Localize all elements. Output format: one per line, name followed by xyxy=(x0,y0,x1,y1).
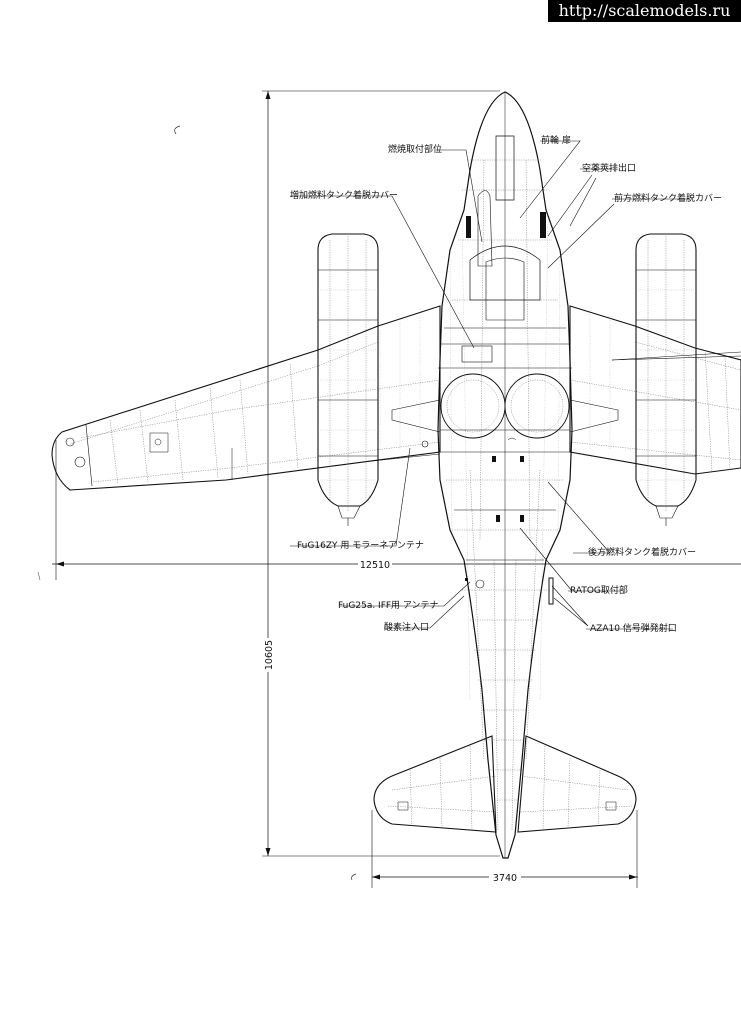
right-engine-nacelle xyxy=(635,233,697,526)
callout-label: 空薬莢排出口 xyxy=(582,162,636,174)
callout-label: 燃焼取付部位 xyxy=(388,143,442,155)
left-wing xyxy=(51,305,441,491)
callout-label: 酸素注入口 xyxy=(384,621,429,633)
dimension-lines xyxy=(52,90,741,888)
left-engine-nacelle xyxy=(317,233,379,526)
tailspan-dimension: 3740 xyxy=(493,873,517,884)
length-dimension: 10605 xyxy=(264,640,275,670)
callout-label: FuG25a. IFF用 アンテナ xyxy=(338,600,439,611)
callout-label: 増加燃料タンク着脱カバー xyxy=(290,189,398,201)
callout-label: AZA10 信号弾発射口 xyxy=(590,622,677,634)
callout-label: 前輪 扉 xyxy=(541,134,571,146)
callout-label: FuG16ZY 用 モラーネアンテナ xyxy=(297,540,424,551)
callout-label: RATOG取付部 xyxy=(570,584,628,596)
leader-lines xyxy=(290,140,741,630)
horizontal-stabilizer xyxy=(373,735,637,833)
callout-label: 前方燃料タンク着脱カバー xyxy=(614,192,722,204)
site-watermark: http://scalemodels.ru xyxy=(548,0,741,22)
callout-label: 後方燃料タンク着脱カバー xyxy=(588,546,696,558)
fuselage xyxy=(391,91,619,859)
right-wing xyxy=(569,305,741,475)
span-dimension: 12510 xyxy=(360,560,390,571)
